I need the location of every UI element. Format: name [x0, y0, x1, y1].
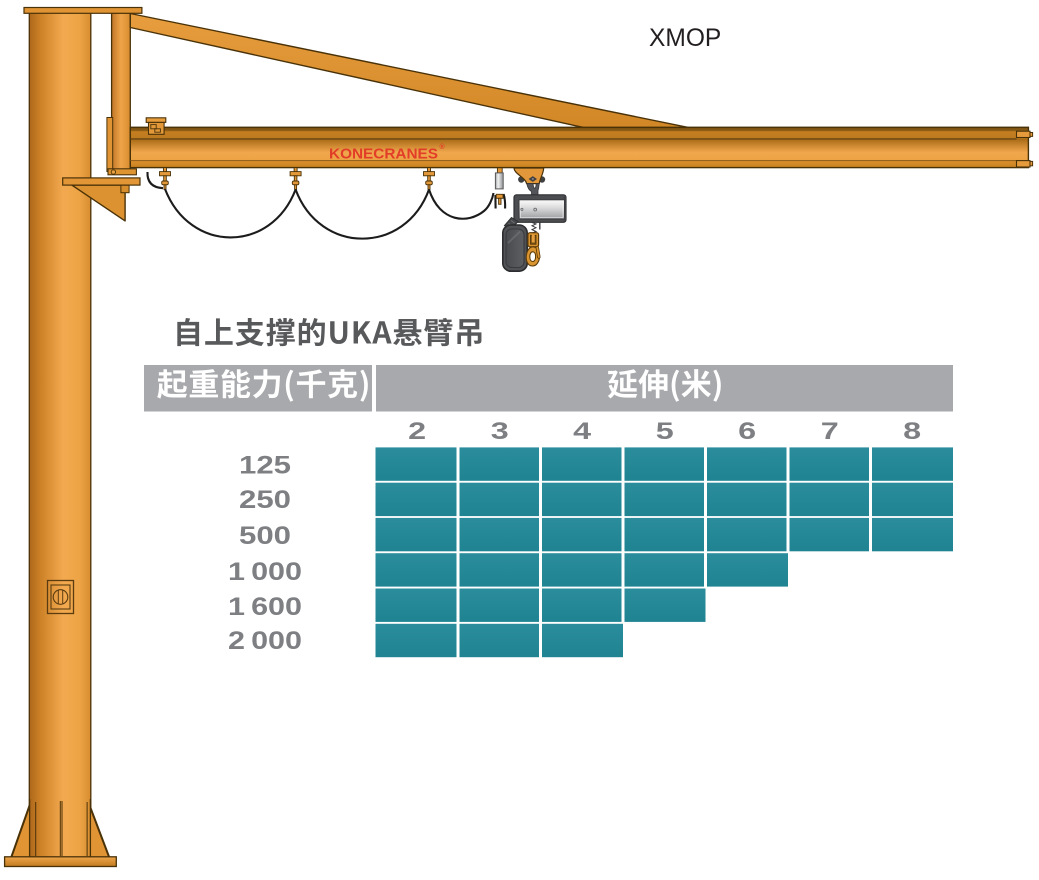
svg-text:125: 125 [239, 452, 291, 480]
svg-text:5: 5 [656, 418, 674, 445]
svg-text:7: 7 [821, 418, 839, 445]
svg-text:6: 6 [738, 418, 756, 445]
svg-text:500: 500 [239, 522, 291, 550]
svg-text:KONECRANES: KONECRANES [329, 145, 438, 162]
svg-text:250: 250 [239, 486, 291, 514]
svg-text:2 000: 2 000 [228, 627, 302, 655]
svg-text:XMOP: XMOP [649, 24, 721, 52]
svg-text:8: 8 [903, 418, 921, 445]
svg-text:2: 2 [408, 418, 426, 445]
svg-text:1 000: 1 000 [228, 558, 302, 586]
svg-text:1 600: 1 600 [228, 593, 302, 621]
svg-text:4: 4 [573, 418, 591, 445]
svg-text:3: 3 [491, 418, 509, 445]
svg-text:®: ® [440, 143, 446, 151]
